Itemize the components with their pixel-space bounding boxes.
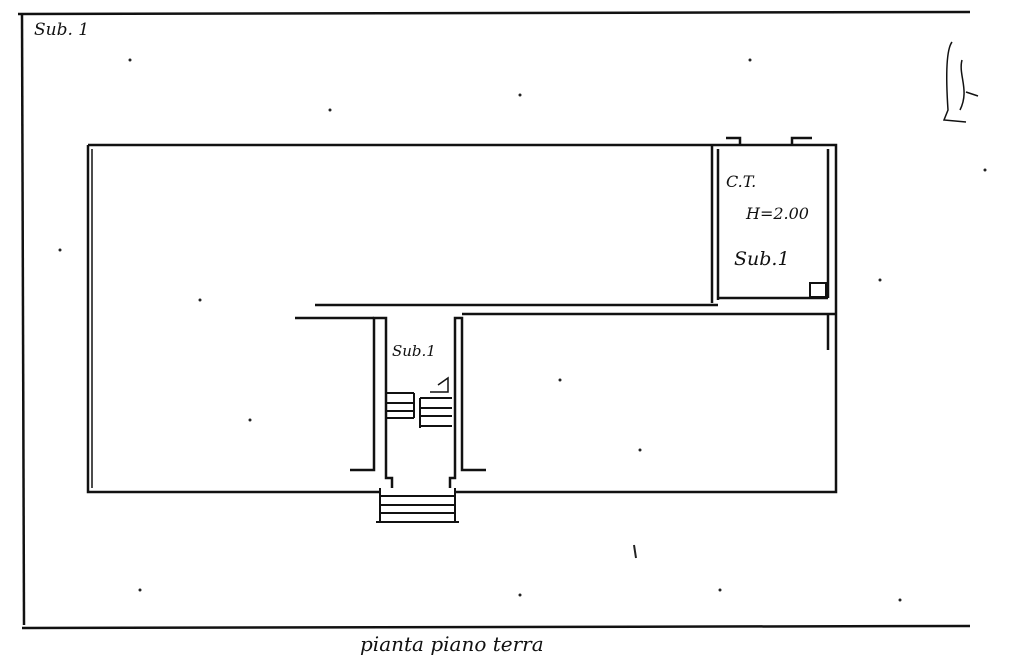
plan-title: pianta piano terra xyxy=(360,632,544,656)
ct-room-name: C.T. xyxy=(726,172,757,191)
ct-room-walls xyxy=(710,136,830,303)
frame-top xyxy=(17,10,971,16)
interior-walls xyxy=(295,303,836,488)
frame-left xyxy=(20,13,26,626)
stair-sub-label: Sub.1 xyxy=(392,342,436,360)
building-outline xyxy=(86,143,838,494)
interior-stairs xyxy=(386,376,452,428)
frame-bottom xyxy=(21,624,971,630)
scan-speckles xyxy=(58,58,987,602)
exterior-steps xyxy=(376,488,459,523)
ct-room-sub: Sub.1 xyxy=(734,248,790,270)
sheet-label: Sub. 1 xyxy=(34,20,90,40)
north-arrow-icon xyxy=(942,41,979,123)
ct-room-height: H=2.00 xyxy=(746,204,809,223)
